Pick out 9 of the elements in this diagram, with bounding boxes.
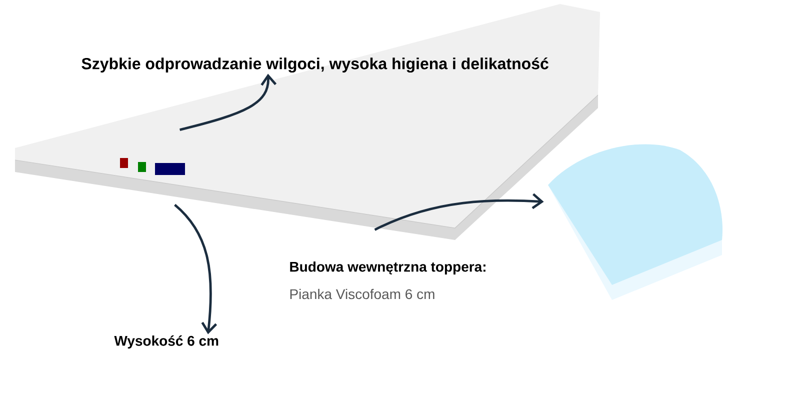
caption-text: Szybkie odprowadzanie wilgoci, wysoka higiena i delikatność	[82, 57, 548, 73]
curved-arrow	[174, 204, 218, 334]
mattress-drawing	[14, 4, 600, 240]
text-label: Pianka Viscofoam 6 cm	[290, 288, 434, 300]
curved-arrow	[180, 74, 277, 131]
curved-arrow	[374, 193, 544, 231]
caption-text: Wysokość 6 cm	[114, 335, 218, 349]
text-label: Budowa wewnętrzna toppera:	[290, 261, 486, 275]
foam-drawing	[548, 144, 722, 300]
